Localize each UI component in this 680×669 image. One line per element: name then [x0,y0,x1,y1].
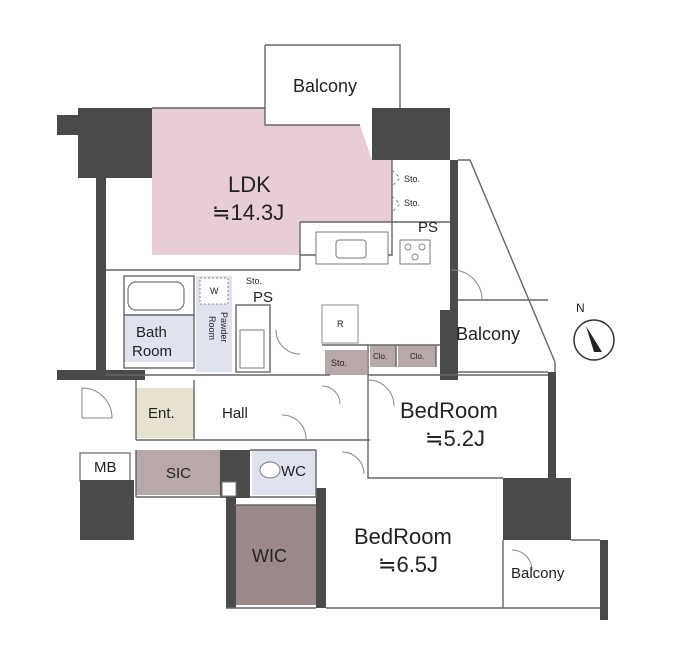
entrance-floor [136,388,194,438]
bathtub [127,281,185,311]
outlines [106,44,600,609]
bedroom2-size: ≒6.5J [378,552,438,577]
bath-floor [124,315,194,362]
mb-label: MB [94,459,117,476]
kitchen-counter [315,231,389,265]
kitchen-sink [335,239,367,259]
toilet [259,461,281,479]
storage-hall: Sto. [331,358,347,368]
sic-label: SIC [166,465,191,482]
sic-box [221,481,237,497]
closet-1: Clo. [373,352,387,361]
closet-2: Clo. [410,352,424,361]
pipe-space-ldk: PS [418,219,438,236]
vanity-sink [239,329,265,369]
bedroom1-label: BedRoom [400,398,498,423]
powder-label-line2: Room [207,316,217,340]
compass: N [573,301,615,361]
powder-label-line1: Pawder [219,312,229,343]
wic-floor [234,505,316,605]
ldk-floor [152,108,392,255]
compass-north-label: N [576,301,585,315]
fixtures [127,231,431,497]
balcony-right-label: Balcony [456,324,520,344]
doors [81,169,533,571]
storage-ldk-1: Sto. [404,174,420,184]
washer-pan [199,277,229,305]
storage-powder: Sto. [246,276,262,286]
closet1-floor [370,345,396,367]
storage-ldk-2: Sto. [404,198,420,208]
bath-label-line1: Bath [136,324,167,341]
bedroom1-size: ≒5.2J [425,426,485,451]
entrance-label: Ent. [148,405,175,422]
wc-label: WC [281,463,306,480]
ldk-label: LDK [228,172,271,197]
ldk-size: ≒14.3J [212,200,284,225]
washer-label: W [210,286,219,296]
hall-label: Hall [222,405,248,422]
closet2-floor [398,345,436,367]
balcony-small-label: Balcony [511,565,565,582]
fridge-label: R [337,319,344,329]
pipe-space-powder: PS [253,289,273,306]
bedroom2-label: BedRoom [354,524,452,549]
bath-label-line2: Room [132,343,172,360]
walls [57,108,608,620]
balcony-top-label: Balcony [293,76,357,96]
storage-hall-floor [325,350,367,375]
wic-label: WIC [252,546,287,566]
